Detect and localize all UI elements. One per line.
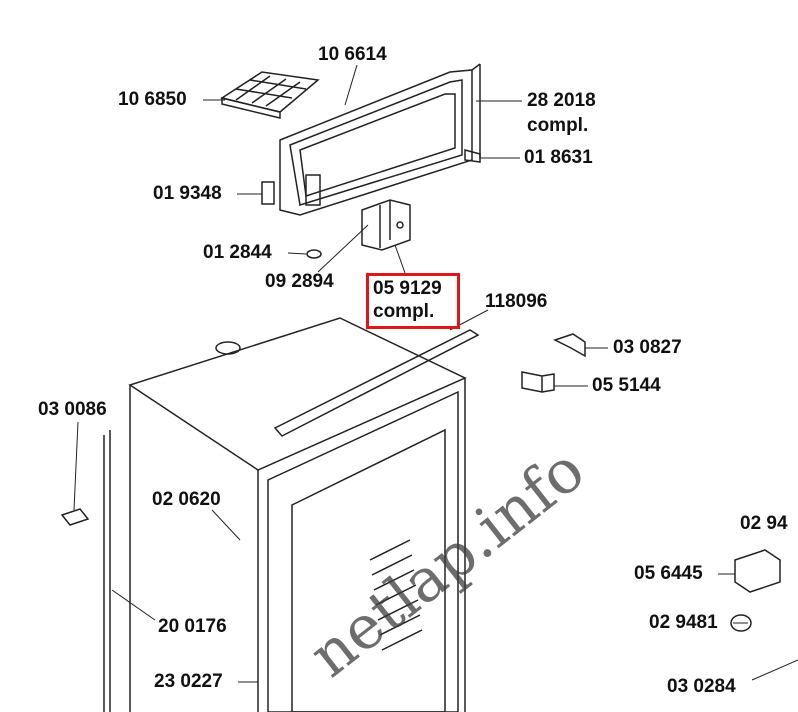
clip-part [464, 149, 481, 163]
part-label-05-6445: 05 6445 [634, 563, 703, 584]
part-label-28-2018: 28 2018 [527, 90, 596, 111]
part-label-01-9348: 01 9348 [153, 183, 222, 204]
rail-part [273, 329, 480, 437]
part-label-01-2844: 01 2844 [203, 242, 272, 263]
part-label-09-2894: 09 2894 [265, 271, 334, 292]
part-label-01-8631: 01 8631 [524, 147, 593, 168]
part-label-05-9129: 05 9129 [373, 278, 442, 299]
part-label-03-0086: 03 0086 [38, 399, 107, 420]
foot-part [60, 508, 90, 526]
ice-tray [220, 71, 320, 119]
freezer-door [279, 63, 481, 216]
washer-part [306, 249, 322, 259]
hinge-part-2 [521, 371, 555, 393]
hinge-part [261, 181, 275, 205]
cover-part [734, 549, 781, 593]
part-label-28-2018-compl: compl. [527, 115, 589, 136]
part-label-02-9481: 02 9481 [649, 612, 718, 633]
cabinet [103, 317, 480, 712]
hinge-bracket [361, 199, 411, 251]
part-label-23-0227: 23 0227 [154, 671, 223, 692]
part-label-10-6850: 10 6850 [118, 89, 187, 110]
part-label-02-0620: 02 0620 [152, 489, 221, 510]
part-label-03-0827: 03 0827 [613, 337, 682, 358]
part-label-02-94: 02 94 [740, 513, 788, 534]
part-label-05-5144: 05 5144 [592, 375, 661, 396]
part-label-118096: 118096 [485, 291, 548, 312]
part-label-05-9129-compl: compl. [373, 301, 435, 322]
part-label-10-6614: 10 6614 [318, 44, 387, 65]
highlight-box [366, 273, 460, 329]
bracket-part [553, 333, 586, 358]
ring-part [730, 614, 752, 632]
part-label-03-0284: 03 0284 [667, 676, 736, 697]
part-label-20-0176: 20 0176 [158, 616, 227, 637]
